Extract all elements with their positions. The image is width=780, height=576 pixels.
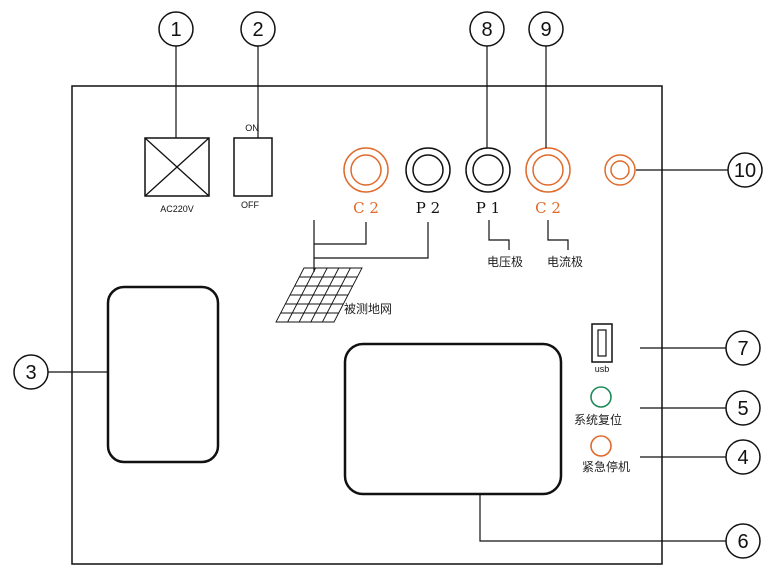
display-screen[interactable] (343, 342, 563, 496)
callout-1-number: 1 (170, 19, 181, 41)
usb-port[interactable] (591, 323, 613, 363)
power-label: AC220V (160, 204, 194, 214)
callout-8: 8 (469, 11, 505, 148)
terminal-p2-label: P 2 (416, 199, 440, 217)
callout-3-number: 3 (25, 362, 36, 384)
reset-button[interactable] (590, 386, 612, 408)
terminal-p2[interactable] (405, 147, 451, 193)
callout-5: 5 (640, 390, 761, 426)
callout-8-number: 8 (481, 19, 492, 41)
callout-2: 2 (240, 11, 276, 138)
ground-grid-label: 被测地网 (344, 302, 392, 316)
terminal-p1-label: P 1 (476, 199, 500, 217)
voltage-electrode-label: 电压极 (487, 255, 523, 269)
ground-grid-wiring (313, 220, 429, 272)
callout-9: 9 (528, 11, 564, 148)
callout-7-number: 7 (737, 338, 748, 360)
printer-window[interactable] (106, 285, 220, 464)
callout-1: 1 (158, 11, 194, 138)
voltage-electrode-lead (488, 220, 510, 250)
callout-5-number: 5 (737, 398, 748, 420)
emergency-stop-button[interactable] (590, 435, 612, 457)
callout-4: 4 (640, 439, 761, 475)
power-socket[interactable] (144, 137, 210, 197)
power-switch[interactable] (233, 137, 273, 197)
callout-10: 10 (636, 152, 763, 188)
callout-9-number: 9 (540, 19, 551, 41)
callout-10-number: 10 (734, 160, 756, 182)
ground-grid-icon (275, 267, 363, 323)
switch-on-label: ON (245, 123, 259, 133)
terminal-p1[interactable] (465, 147, 511, 193)
callout-6-number: 6 (737, 531, 748, 553)
terminal-c2-left[interactable] (343, 147, 389, 193)
reset-label: 系统复位 (574, 412, 622, 427)
callout-3: 3 (13, 354, 108, 390)
terminal-c2-left-label: C 2 (353, 199, 379, 217)
usb-label: usb (595, 364, 610, 374)
current-electrode-label: 电流极 (547, 255, 583, 269)
emergency-stop-label: 紧急停机 (582, 459, 630, 474)
callout-2-number: 2 (252, 19, 263, 41)
terminal-c2-right-label: C 2 (535, 199, 561, 217)
current-electrode-lead (547, 220, 569, 250)
terminal-c2-right[interactable] (525, 147, 571, 193)
callout-6: 6 (479, 494, 761, 559)
callout-4-number: 4 (737, 447, 748, 469)
callout-7: 7 (640, 330, 761, 366)
panel-outline (71, 85, 663, 565)
port-10[interactable] (604, 154, 636, 186)
switch-off-label: OFF (241, 200, 259, 210)
